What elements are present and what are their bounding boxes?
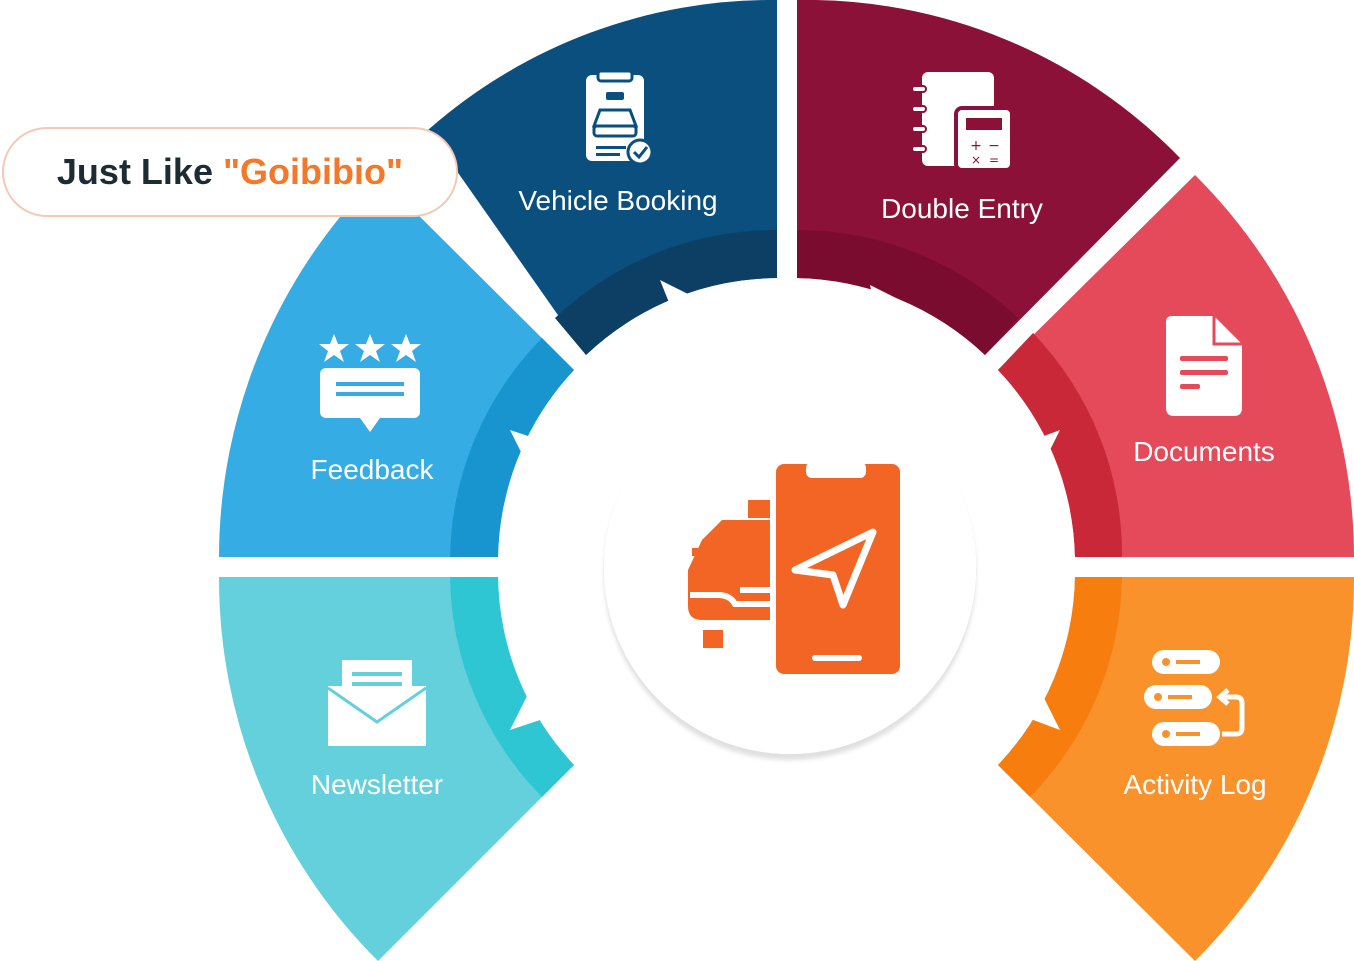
hub-tooth [510, 690, 555, 730]
svg-text:×: × [971, 153, 981, 167]
hub-tooth [1020, 430, 1060, 470]
segment-activity-log [998, 577, 1354, 961]
taxi-navigation-phone-icon [688, 462, 900, 674]
tagline-brand: "Goibibio" [222, 151, 404, 192]
segment-label-activity-log: Activity Log [1123, 769, 1266, 800]
svg-text:−: − [988, 138, 1000, 154]
segment-inner-band [450, 338, 574, 557]
activity-log-icon [1144, 650, 1245, 746]
newsletter-envelope-icon [327, 660, 427, 746]
taxi-booking-icon [586, 69, 654, 166]
tagline-pill: Just Like "Goibibio" [2, 127, 458, 217]
feedback-stars-icon [319, 334, 421, 432]
hub-tooth [870, 285, 910, 330]
segment-label-newsletter: Newsletter [311, 769, 443, 800]
segment-feedback [219, 175, 574, 557]
hub-tooth [660, 280, 700, 330]
svg-text:+: + [970, 138, 982, 154]
tagline-prefix: Just Like [56, 151, 213, 192]
svg-text:=: = [989, 153, 999, 167]
segment-label-feedback: Feedback [311, 454, 435, 485]
segment-label-vehicle-booking: Vehicle Booking [518, 185, 717, 216]
hub-tooth [1020, 690, 1060, 730]
segment-label-documents: Documents [1133, 436, 1275, 467]
document-icon [1166, 316, 1242, 416]
hub-tooth [510, 430, 555, 470]
segment-newsletter [218, 577, 575, 961]
segment-inner-band [797, 229, 1018, 355]
segment-inner-band [998, 333, 1123, 557]
segment-inner-band [450, 577, 574, 797]
segment-double-entry [797, 0, 1180, 355]
segment-label-double-entry: Double Entry [881, 193, 1043, 224]
ledger-calculator-icon: + − × = [911, 72, 1014, 172]
segment-inner-band [998, 577, 1122, 797]
